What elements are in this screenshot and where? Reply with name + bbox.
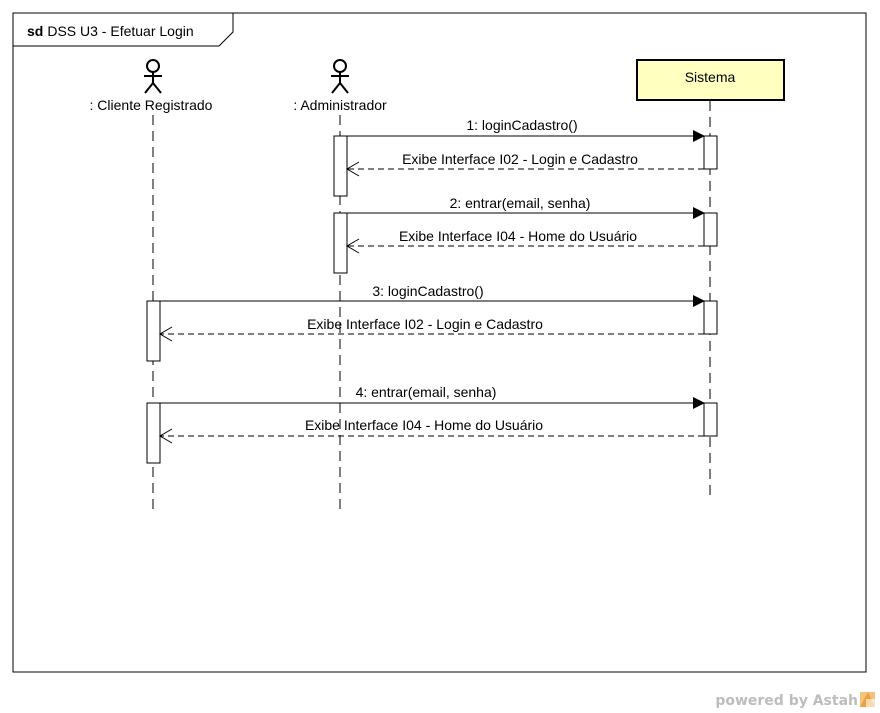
message-label: 3: loginCadastro()	[372, 283, 483, 299]
actor-label: : Cliente Registrado	[90, 97, 213, 113]
message-label: Exibe Interface I02 - Login e Cadastro	[307, 316, 543, 332]
activation-bar	[703, 135, 718, 170]
message-3-call[interactable]: 3: loginCadastro()	[160, 283, 705, 307]
object-label: Sistema	[685, 69, 736, 85]
frame-tab	[13, 13, 234, 47]
open-arrowhead-icon	[159, 428, 173, 444]
message-4-call[interactable]: 4: entrar(email, senha)	[160, 384, 705, 409]
message-label: 2: entrar(email, senha)	[450, 195, 591, 211]
lifeline-administrador[interactable]: : Administrador	[293, 59, 387, 515]
activation-bar	[703, 402, 718, 437]
message-2-call[interactable]: 2: entrar(email, senha)	[347, 195, 705, 219]
frame-border	[12, 12, 867, 673]
message-2-return[interactable]: Exibe Interface I04 - Home do Usuário	[346, 228, 704, 254]
message-4-return[interactable]: Exibe Interface I04 - Home do Usuário	[159, 417, 704, 444]
activation-bar	[333, 212, 348, 274]
message-label: Exibe Interface I04 - Home do Usuário	[399, 228, 637, 244]
open-arrowhead-icon	[346, 238, 360, 254]
lifeline-sistema[interactable]: Sistema	[636, 59, 785, 500]
message-label: 1: loginCadastro()	[466, 117, 577, 133]
watermark-text: powered by Astah	[715, 693, 858, 709]
activation-bar	[703, 300, 718, 335]
activation-bar	[333, 135, 348, 197]
message-label: Exibe Interface I02 - Login e Cadastro	[402, 151, 638, 167]
actor-icon	[144, 59, 162, 94]
activation-bar	[146, 300, 161, 362]
frame-title: DSS U3 - Efetuar Login	[47, 23, 193, 39]
message-1-call[interactable]: 1: loginCadastro()	[347, 117, 705, 142]
open-arrowhead-icon	[346, 161, 360, 177]
message-1-return[interactable]: Exibe Interface I02 - Login e Cadastro	[346, 151, 704, 177]
lifeline-cliente-registrado[interactable]: : Cliente Registrado	[90, 59, 213, 515]
frame-keyword: sd	[27, 23, 43, 39]
actor-icon	[331, 59, 349, 94]
actor-label: : Administrador	[293, 97, 387, 113]
message-label: 4: entrar(email, senha)	[356, 384, 497, 400]
astah-watermark: powered by Astah	[715, 692, 875, 709]
activation-bar	[703, 212, 718, 247]
message-3-return[interactable]: Exibe Interface I02 - Login e Cadastro	[159, 316, 704, 342]
activation-bar	[146, 402, 161, 464]
astah-logo-icon	[860, 692, 875, 707]
open-arrowhead-icon	[159, 326, 173, 342]
message-label: Exibe Interface I04 - Home do Usuário	[305, 417, 543, 433]
object-box	[636, 59, 785, 101]
